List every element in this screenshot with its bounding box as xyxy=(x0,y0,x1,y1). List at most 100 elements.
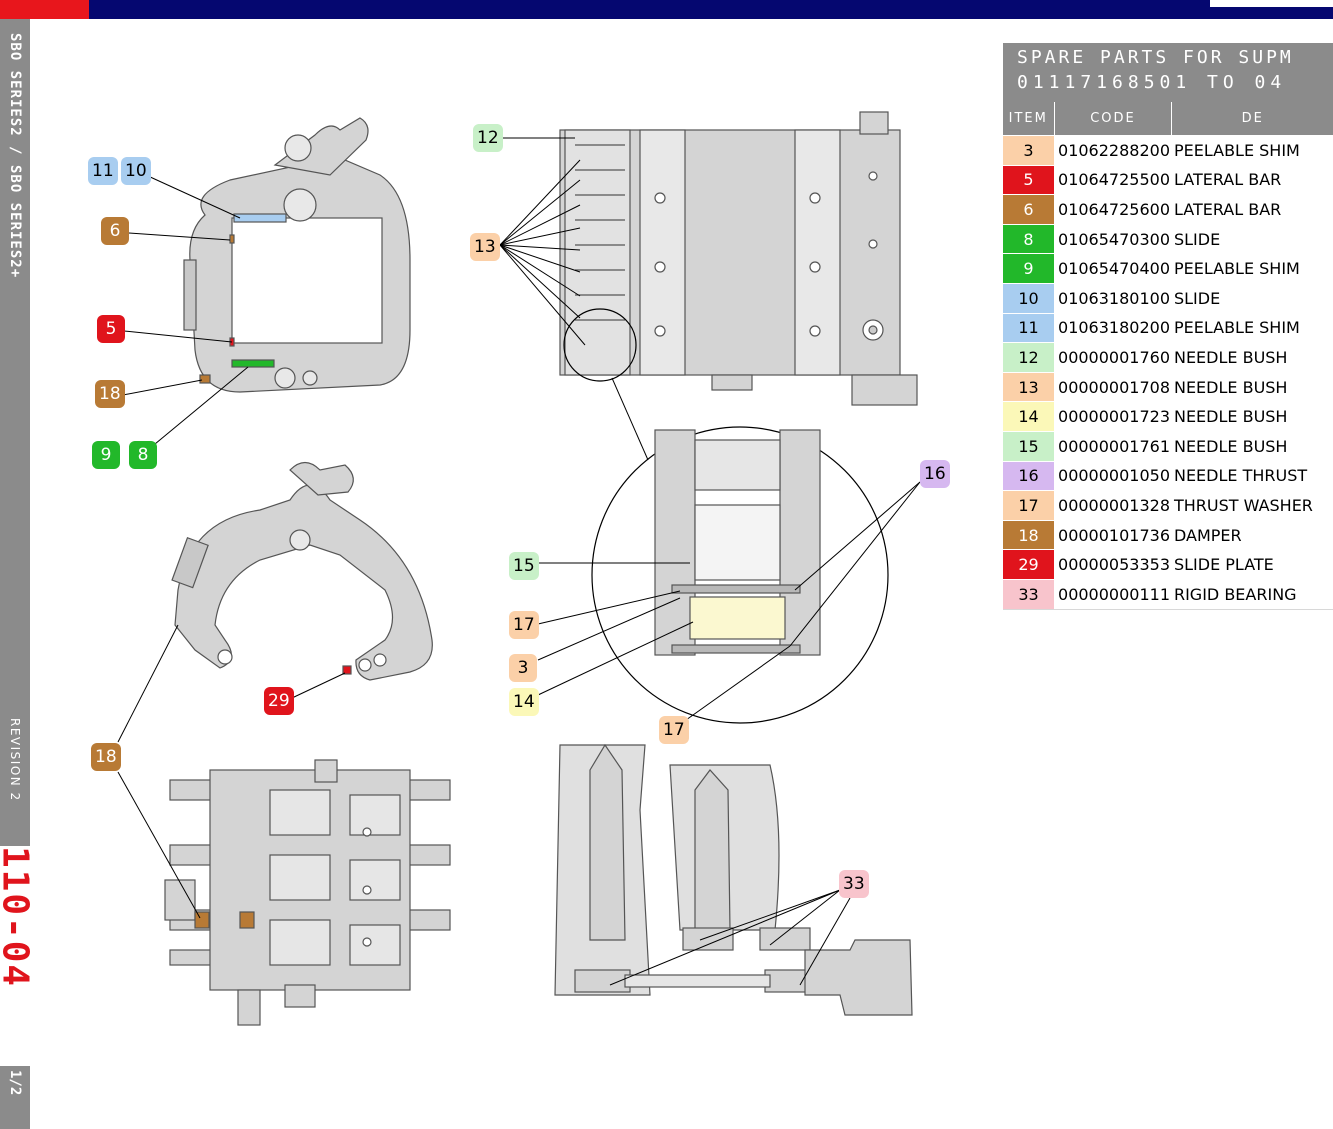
part-description: SLIDE xyxy=(1171,223,1333,254)
block-side-view xyxy=(559,111,918,406)
sidebar-section-code: 110-04 xyxy=(0,846,36,1066)
caliper-front-view xyxy=(183,117,411,393)
part-code: 01063180200 xyxy=(1054,312,1172,343)
part-description: PEELABLE SHIM xyxy=(1171,253,1333,284)
part-code: 01065470300 xyxy=(1054,223,1172,254)
callout-10: 10 xyxy=(121,157,151,185)
part-description: SLIDE PLATE xyxy=(1171,549,1333,580)
part-description: NEEDLE BUSH xyxy=(1171,371,1333,402)
part-code: 01065470400 xyxy=(1054,253,1172,284)
series-label: SBO SERIES2 / SBO SERIES2+ xyxy=(7,33,23,279)
part-code: 00000001050 xyxy=(1054,460,1172,491)
part-description: LATERAL BAR xyxy=(1171,194,1333,225)
technical-drawings xyxy=(117,111,921,1026)
caliper-open-view xyxy=(171,461,433,681)
item-number: 11 xyxy=(1003,312,1055,343)
part-description: NEEDLE BUSH xyxy=(1171,401,1333,432)
part-code: 00000001760 xyxy=(1054,342,1172,373)
item-number: 6 xyxy=(1003,194,1055,225)
col-header-code: CODE xyxy=(1053,102,1172,136)
item-number: 12 xyxy=(1003,342,1055,373)
part-description: PEELABLE SHIM xyxy=(1171,312,1333,343)
item-number: 8 xyxy=(1003,223,1055,254)
callout-29: 29 xyxy=(264,687,294,715)
part-code: 00000001328 xyxy=(1054,490,1172,521)
top-bar-tab xyxy=(1210,0,1333,7)
callout-17-lower: 17 xyxy=(659,716,689,744)
part-code: 01064725600 xyxy=(1054,194,1172,225)
item-number: 9 xyxy=(1003,253,1055,284)
top-bar-accent xyxy=(0,0,89,19)
part-description: PEELABLE SHIM xyxy=(1171,135,1333,166)
page-number: 1/2 xyxy=(7,1070,23,1096)
item-number: 16 xyxy=(1003,460,1055,491)
item-number: 3 xyxy=(1003,135,1055,166)
item-number: 15 xyxy=(1003,430,1055,462)
sidebar-series: SBO SERIES2 / SBO SERIES2+ xyxy=(0,19,30,379)
callout-15: 15 xyxy=(509,552,539,580)
part-code: 00000001761 xyxy=(1054,430,1172,462)
part-description: THRUST WASHER xyxy=(1171,490,1333,521)
callout-16: 16 xyxy=(920,460,950,488)
callout-17: 17 xyxy=(509,611,539,639)
part-code: 00000001708 xyxy=(1054,371,1172,402)
item-number: 10 xyxy=(1003,282,1055,314)
spare-parts-table: SPARE PARTS FOR SUPM 01117168501 TO 04 I… xyxy=(1003,43,1333,610)
sidebar-page: 1/2 xyxy=(0,1064,30,1124)
item-number: 5 xyxy=(1003,164,1055,195)
part-code: 01064725500 xyxy=(1054,164,1172,195)
item-number: 18 xyxy=(1003,519,1055,550)
parts-title-line2: 01117168501 TO 04 xyxy=(1017,72,1287,93)
callout-33: 33 xyxy=(839,870,869,898)
callout-18: 18 xyxy=(95,380,125,408)
spindle-view xyxy=(554,743,913,1016)
callout-18-lower: 18 xyxy=(91,743,121,771)
item-number: 33 xyxy=(1003,578,1055,609)
col-header-item: ITEM xyxy=(1003,102,1055,136)
part-description: RIGID BEARING xyxy=(1171,578,1333,609)
callout-9: 9 xyxy=(92,441,120,469)
part-description: DAMPER xyxy=(1171,519,1333,550)
bearing-detail-view xyxy=(591,426,889,724)
item-number: 14 xyxy=(1003,401,1055,432)
leader-lines xyxy=(117,137,921,986)
callout-13: 13 xyxy=(470,233,500,261)
callout-12: 12 xyxy=(473,124,503,152)
callout-11: 11 xyxy=(88,157,118,185)
section-code: 110-04 xyxy=(0,846,36,989)
item-number: 29 xyxy=(1003,549,1055,580)
part-description: SLIDE xyxy=(1171,282,1333,314)
col-header-desc: DE xyxy=(1171,102,1333,136)
part-description: NEEDLE BUSH xyxy=(1171,342,1333,373)
callout-14: 14 xyxy=(509,688,539,716)
top-bar xyxy=(0,0,1333,19)
item-number: 17 xyxy=(1003,490,1055,521)
item-number: 13 xyxy=(1003,371,1055,402)
callout-6: 6 xyxy=(101,217,129,245)
parts-title-line1: SPARE PARTS FOR SUPM xyxy=(1017,47,1294,68)
part-code: 00000001723 xyxy=(1054,401,1172,432)
callout-5: 5 xyxy=(97,315,125,343)
part-code: 00000053353 xyxy=(1054,549,1172,580)
part-code: 00000101736 xyxy=(1054,519,1172,550)
part-description: NEEDLE THRUST xyxy=(1171,460,1333,491)
parts-table-title: SPARE PARTS FOR SUPM 01117168501 TO 04 xyxy=(1003,43,1333,102)
part-code: 00000000111 xyxy=(1054,578,1172,609)
part-code: 01063180100 xyxy=(1054,282,1172,314)
callout-8: 8 xyxy=(129,441,157,469)
